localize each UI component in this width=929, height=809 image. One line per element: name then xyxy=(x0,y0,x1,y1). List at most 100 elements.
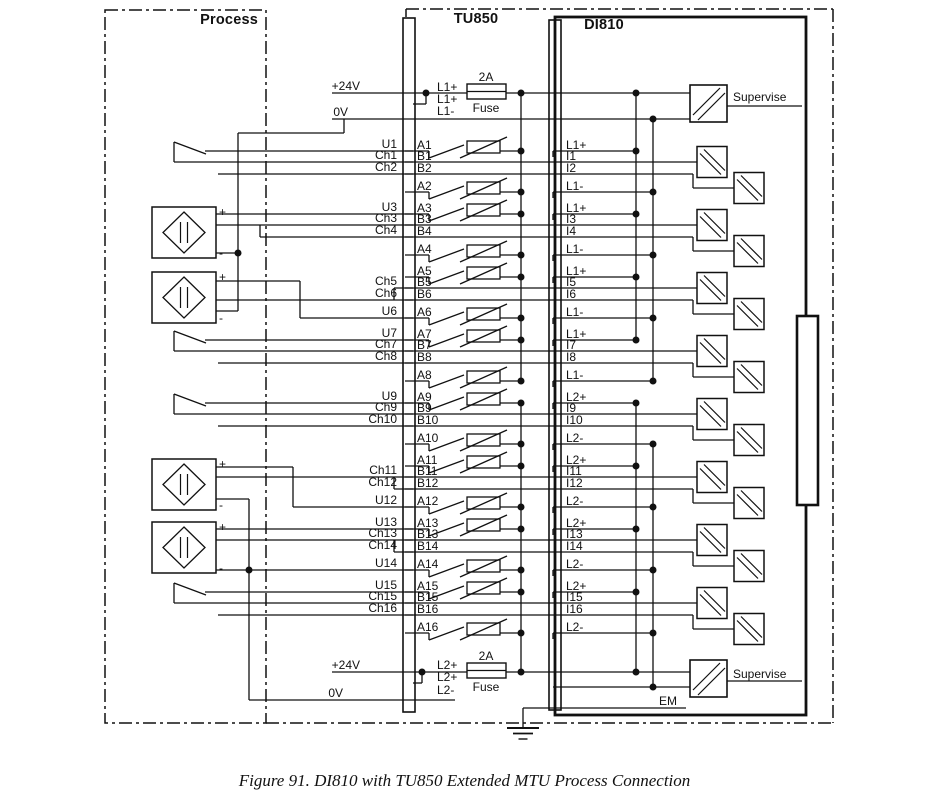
optocoupler-diagonal xyxy=(699,468,722,490)
contact-blade-icon xyxy=(173,393,207,407)
optocoupler-diagonal xyxy=(703,212,726,234)
tu850-terminal-label: B13 xyxy=(417,527,439,541)
optocoupler-diagonal xyxy=(699,279,722,301)
process-channel-label: U9 xyxy=(382,389,398,403)
optocoupler-icon xyxy=(733,549,765,583)
optocoupler-icon xyxy=(696,334,728,368)
varistor-diagonal xyxy=(459,262,508,285)
tu850-terminal-label: B6 xyxy=(417,287,432,301)
plus24v-label: +24V xyxy=(332,79,360,93)
supervise-diagonal xyxy=(692,87,721,116)
process-channel-label: Ch8 xyxy=(375,349,397,363)
di810-terminal-label: L1+ xyxy=(566,138,586,152)
filter-contact-icon xyxy=(428,374,465,389)
tu850-terminal-label: B14 xyxy=(417,539,439,553)
varistor-icon xyxy=(466,518,501,532)
optocoupler-diagonal xyxy=(736,368,759,390)
tu850-terminal-label: B16 xyxy=(417,602,439,616)
fuse-rating-label: 2A xyxy=(479,649,494,663)
supervise-diagonal xyxy=(692,662,721,691)
proximity-sensor-icon xyxy=(162,463,206,506)
varistor-icon xyxy=(466,329,501,343)
varistor-diagonal xyxy=(459,555,508,578)
junction-dot xyxy=(649,683,657,691)
varistor-diagonal xyxy=(459,618,508,641)
di810-terminal-label: I16 xyxy=(566,602,583,616)
process-channel-label: U3 xyxy=(382,200,398,214)
filter-contact-icon xyxy=(428,207,465,222)
tu850-terminal-label: A2 xyxy=(417,179,432,193)
di810-terminal-label: I10 xyxy=(566,413,583,427)
tu850-terminal-label: A6 xyxy=(417,305,432,319)
supervise-diagonal xyxy=(697,667,726,696)
tu850-terminal-label: A4 xyxy=(417,242,432,256)
polarity-minus-label: - xyxy=(219,498,223,512)
tu850-terminal-label: B15 xyxy=(417,590,439,604)
optocoupler-diagonal xyxy=(703,590,726,612)
optocoupler-icon xyxy=(733,297,765,331)
di810-terminal-label: I4 xyxy=(566,224,576,238)
di810-terminal-label: L1- xyxy=(566,179,583,193)
filter-contact-icon xyxy=(428,248,465,263)
filter-contact-icon xyxy=(428,626,465,641)
varistor-diagonal xyxy=(459,514,508,537)
l2plus-terminal-label: L2+ xyxy=(437,670,457,684)
varistor-icon xyxy=(466,181,501,195)
varistor-icon xyxy=(466,496,501,510)
tu850-terminal-label: A16 xyxy=(417,620,439,634)
tu850-terminal-label: B8 xyxy=(417,350,432,364)
process-channel-label: U15 xyxy=(375,578,397,592)
plus24v-label: +24V xyxy=(332,658,360,672)
optocoupler-diagonal xyxy=(740,553,763,575)
varistor-icon xyxy=(466,140,501,154)
varistor-icon xyxy=(466,581,501,595)
optocoupler-diagonal xyxy=(699,153,722,175)
contact-blade-icon xyxy=(173,582,207,596)
supervise-isolator-icon xyxy=(689,84,728,123)
optocoupler-icon xyxy=(733,171,765,205)
optocoupler-diagonal xyxy=(699,405,722,427)
filter-contact-icon xyxy=(428,563,465,578)
filter-contact-icon xyxy=(428,585,465,600)
process-channel-label: Ch4 xyxy=(375,223,397,237)
optocoupler-icon xyxy=(696,397,728,431)
varistor-diagonal xyxy=(459,240,508,263)
optocoupler-icon xyxy=(696,271,728,305)
proximity-sensor-icon xyxy=(162,211,206,254)
tu850-terminal-label: A1 xyxy=(417,138,432,152)
filter-contact-icon xyxy=(428,185,465,200)
optocoupler-diagonal xyxy=(699,216,722,238)
l2plus-terminal-label: L2+ xyxy=(437,658,457,672)
tu850-terminal-label: B10 xyxy=(417,413,439,427)
em-label: EM xyxy=(659,694,677,708)
tu850-terminal-label: B5 xyxy=(417,275,432,289)
varistor-diagonal xyxy=(459,136,508,159)
filter-contact-icon xyxy=(428,311,465,326)
di810-terminal-label: I12 xyxy=(566,476,583,490)
optocoupler-diagonal xyxy=(736,179,759,201)
di810-terminal-label: L2- xyxy=(566,557,583,571)
optocoupler-icon xyxy=(733,360,765,394)
proximity-sensor-box xyxy=(151,521,217,574)
optocoupler-icon xyxy=(733,423,765,457)
l2minus-terminal-label: L2- xyxy=(437,683,454,697)
process-channel-label: U14 xyxy=(375,556,397,570)
varistor-diagonal xyxy=(459,366,508,389)
tu850-terminal-label: A10 xyxy=(417,431,439,445)
process-channel-label: U12 xyxy=(375,493,397,507)
tu850-terminal-label: A14 xyxy=(417,557,439,571)
di810-terminal-label: I7 xyxy=(566,338,576,352)
varistor-icon xyxy=(466,433,501,447)
optocoupler-diagonal xyxy=(703,275,726,297)
di810-terminal-label: I5 xyxy=(566,275,576,289)
filter-contact-icon xyxy=(428,459,465,474)
optocoupler-diagonal xyxy=(736,620,759,642)
di810-terminal-label: L1- xyxy=(566,368,583,382)
varistor-diagonal xyxy=(459,429,508,452)
tu850-terminal-label: A11 xyxy=(417,453,438,467)
tu850-terminal-label: A7 xyxy=(417,327,432,341)
varistor-diagonal xyxy=(459,199,508,222)
optocoupler-diagonal xyxy=(703,149,726,171)
process-channel-label: Ch2 xyxy=(375,160,397,174)
process-boundary xyxy=(104,9,267,724)
